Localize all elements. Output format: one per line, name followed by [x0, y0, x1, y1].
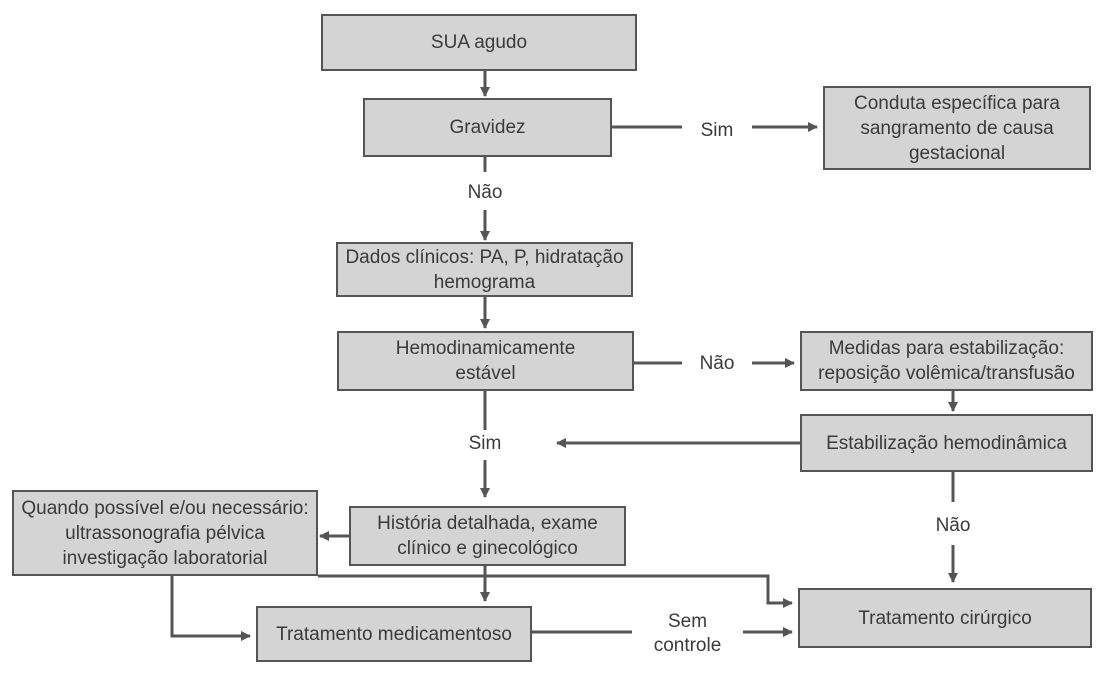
- label-sem-controle: Sem controle: [653, 611, 722, 656]
- label-nao-estab: Não: [935, 515, 971, 536]
- arrow-quando-to-cirurgico: [318, 574, 793, 608]
- node-tratamento-cirurgico: Tratamento cirúrgico: [798, 588, 1092, 648]
- node-sua-agudo: SUA agudo: [321, 14, 637, 71]
- node-historia-detalhada: História detalhada, exame clínico e gine…: [349, 506, 626, 566]
- node-quando-possivel: Quando possível e/ou necessário: ultrass…: [12, 490, 318, 576]
- node-tratamento-medicamentoso: Tratamento medicamentoso: [256, 606, 532, 662]
- node-hemodinamicamente-estavel: Hemodinamicamente estável: [337, 331, 634, 391]
- label-sim-hemo: Sim: [468, 433, 502, 454]
- label-sim-gravidez: Sim: [700, 120, 734, 141]
- node-dados-clinicos: Dados clínicos: PA, P, hidratação hemogr…: [336, 242, 633, 297]
- label-nao-gravidez: Não: [467, 182, 503, 203]
- node-gravidez: Gravidez: [363, 98, 612, 157]
- arrow-quando-to-med: [170, 576, 251, 641]
- label-nao-hemo: Não: [699, 353, 735, 374]
- node-medidas-estabilizacao: Medidas para estabilização: reposição vo…: [800, 331, 1093, 391]
- node-conduta-especifica: Conduta específica para sangramento de c…: [823, 86, 1091, 170]
- node-estabilizacao-hemodinamica: Estabilização hemodinâmica: [800, 414, 1093, 472]
